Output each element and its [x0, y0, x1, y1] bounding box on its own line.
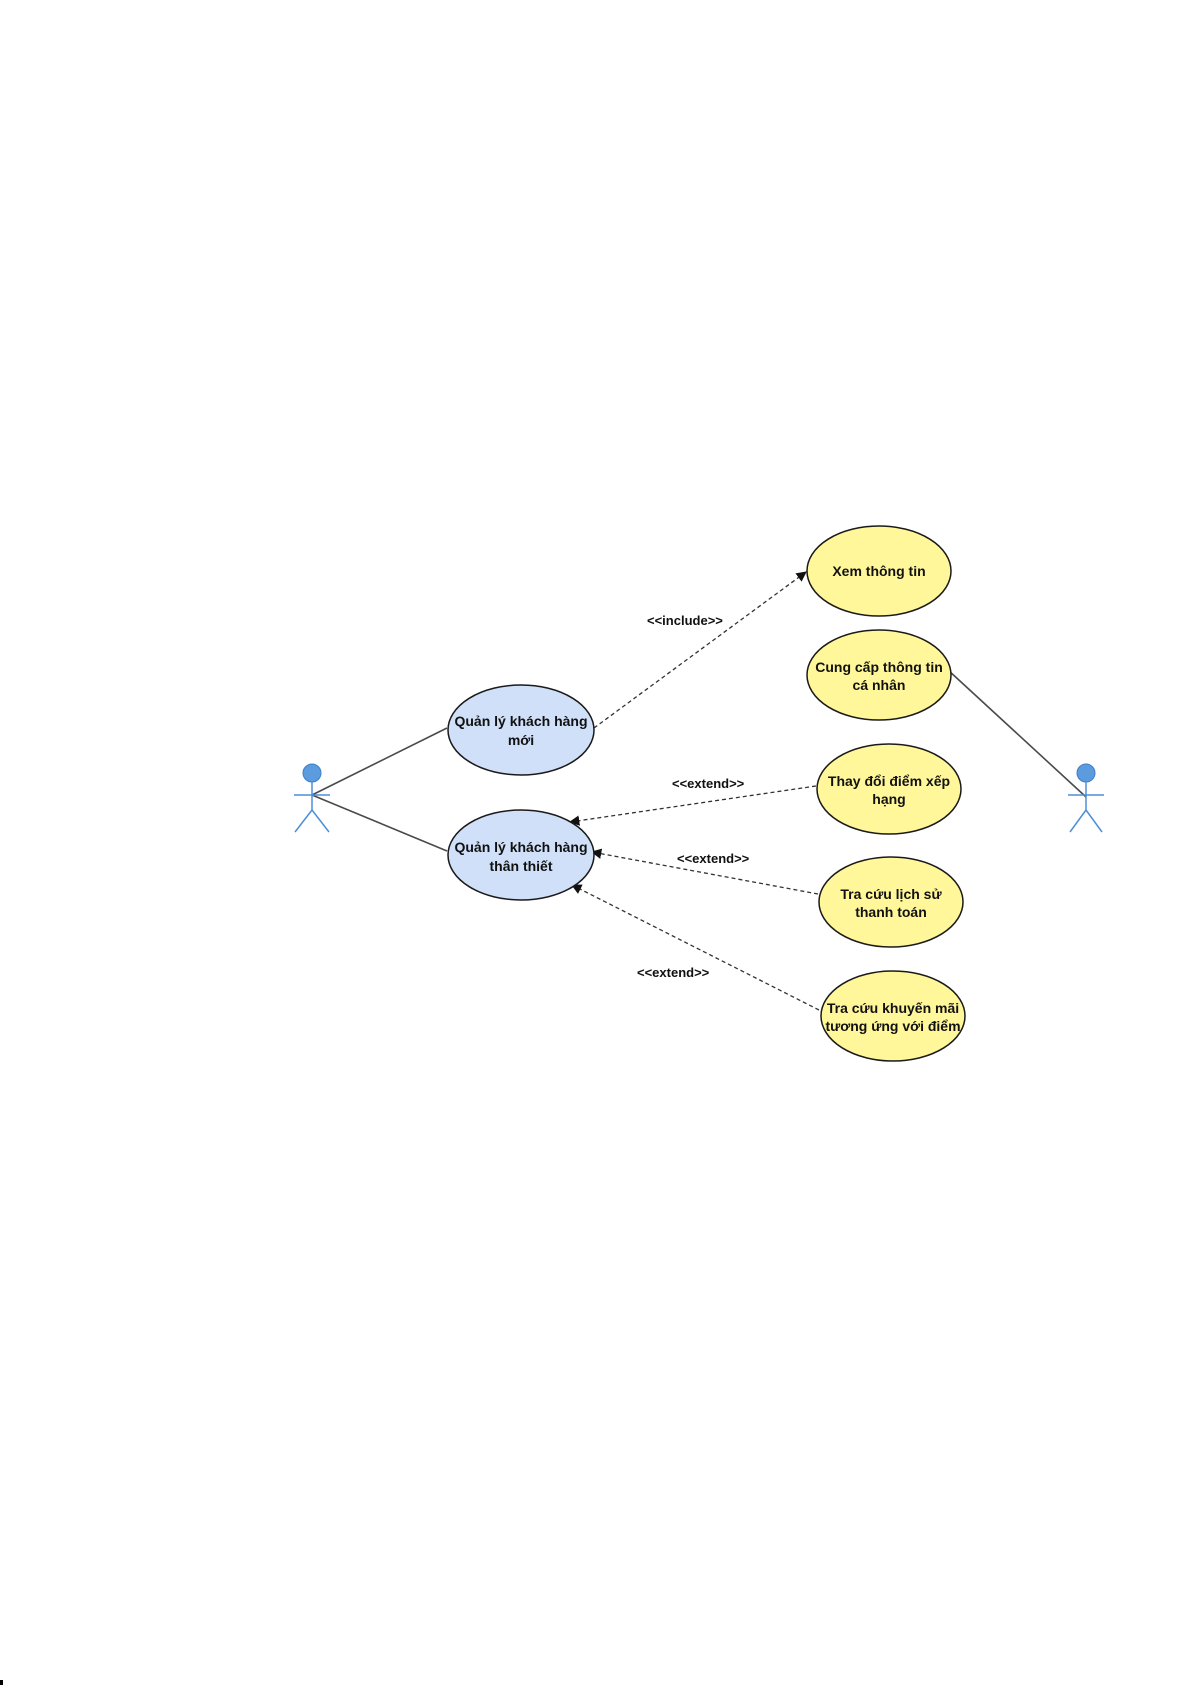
extend-label-1: <<extend>> [672, 776, 745, 791]
use-case-uc4-line2: cá nhân [853, 677, 906, 693]
use-case-uc4-line1: Cung cấp thông tin [815, 659, 943, 675]
extend-label-3: <<extend>> [637, 965, 710, 980]
use-case-uc7-line1: Tra cứu khuyến mãi [827, 1000, 959, 1016]
include-label: <<include>> [647, 613, 723, 628]
extend-arrow-uc7-uc2 [572, 885, 819, 1010]
use-case-uc1[interactable]: Quản lý khách hàng mới [448, 685, 594, 775]
use-case-uc3[interactable]: Xem thông tin [807, 526, 951, 616]
association-right-actor-uc4 [948, 670, 1086, 797]
use-case-uc1-line1: Quản lý khách hàng [454, 713, 587, 729]
actor-left-head-icon [303, 764, 321, 782]
extend-label-2: <<extend>> [677, 851, 750, 866]
use-case-uc7-line2: tương ứng với điểm [825, 1018, 960, 1034]
use-case-uc2[interactable]: Quản lý khách hàng thân thiết [448, 810, 594, 900]
use-case-uc6-line1: Tra cứu lịch sử [840, 886, 942, 902]
extend-arrow-uc5-uc2 [570, 786, 816, 822]
include-arrow-uc1-uc3 [594, 572, 806, 728]
actor-right [1068, 764, 1104, 832]
page-edge-mark [0, 1680, 3, 1685]
association-left-actor-uc1 [312, 728, 447, 795]
association-left-actor-uc2 [312, 795, 447, 851]
use-case-uc7[interactable]: Tra cứu khuyến mãi tương ứng với điểm [821, 971, 965, 1061]
use-case-uc4[interactable]: Cung cấp thông tin cá nhân [807, 630, 951, 720]
use-case-uc5-line1: Thay đổi điểm xếp [828, 773, 950, 789]
use-case-uc6-line2: thanh toán [855, 904, 927, 920]
use-case-uc5-line2: hạng [872, 791, 905, 807]
actor-right-head-icon [1077, 764, 1095, 782]
use-case-uc2-line2: thân thiết [490, 858, 553, 874]
use-case-uc3-line1: Xem thông tin [832, 563, 925, 579]
use-case-uc5[interactable]: Thay đổi điểm xếp hạng [817, 744, 961, 834]
use-case-uc2-line1: Quản lý khách hàng [454, 839, 587, 855]
use-case-uc1-line2: mới [508, 732, 534, 748]
use-case-uc6[interactable]: Tra cứu lịch sử thanh toán [819, 857, 963, 947]
actor-left [294, 764, 330, 832]
